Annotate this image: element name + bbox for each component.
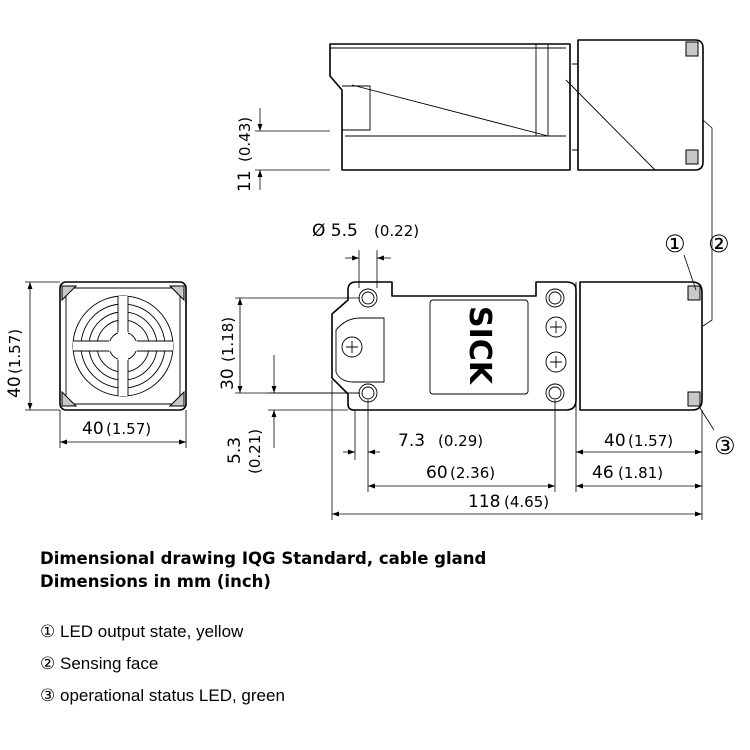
dim-46-inch: (1.81) — [618, 464, 663, 482]
front-view: 40 (1.57) 40 (1.57) — [5, 281, 187, 448]
dim-hole-inch: (0.22) — [374, 222, 419, 240]
dim-118: 118 — [468, 492, 500, 512]
dim-5-3-inch: (0.21) — [246, 429, 264, 474]
dim-40-height: 40 — [5, 376, 25, 398]
dim-118-inch: (4.65) — [504, 493, 549, 511]
callout-1: ① — [664, 230, 686, 258]
dim-5-3: 5.3 — [225, 437, 245, 464]
dim-40-width: 40 — [82, 419, 104, 439]
legend-marker-2: ② — [40, 654, 56, 673]
dim-30: 30 — [218, 368, 238, 390]
sick-logo: SICK — [462, 306, 497, 386]
dim-60: 60 — [426, 463, 448, 483]
dim-40-right: 40 — [604, 431, 626, 451]
callout-2: ② — [708, 230, 730, 258]
caption-title: Dimensional drawing IQG Standard, cable … — [40, 549, 487, 568]
legend-marker-1: ① — [40, 622, 56, 641]
dim-40-height-inch: (1.57) — [6, 329, 24, 374]
dim-40-right-inch: (1.57) — [628, 432, 673, 450]
legend-item-1: ① LED output state, yellow — [40, 620, 243, 644]
side-view: 11 (0.43) — [235, 39, 713, 327]
dim-60-inch: (2.36) — [450, 464, 495, 482]
dim-46: 46 — [592, 463, 614, 483]
callout-3: ③ — [714, 432, 736, 460]
dim-7-3-inch: (0.29) — [438, 432, 483, 450]
dim-30-inch: (1.18) — [219, 317, 237, 362]
dim-40-width-inch: (1.57) — [106, 420, 151, 438]
legend-text-1: LED output state, yellow — [59, 622, 244, 641]
dim-11: 11 — [235, 170, 255, 192]
main-view: SICK Ø 5.5 (0.22) 30 (1.18) 5.3 (0.21) — [218, 221, 736, 520]
dim-hole: Ø 5.5 — [312, 221, 358, 241]
legend-text-2: Sensing face — [59, 654, 159, 673]
legend-item-2: ② Sensing face — [40, 652, 158, 676]
caption-units: Dimensions in mm (inch) — [40, 572, 271, 591]
dimensional-drawing: 11 (0.43) 40 (1.57) — [5, 39, 736, 520]
dim-11-inch: (0.43) — [236, 117, 254, 162]
dim-7-3: 7.3 — [398, 431, 425, 451]
legend-item-3: ③ operational status LED, green — [40, 684, 285, 708]
legend-text-3: operational status LED, green — [59, 686, 285, 705]
legend-marker-3: ③ — [40, 686, 56, 705]
